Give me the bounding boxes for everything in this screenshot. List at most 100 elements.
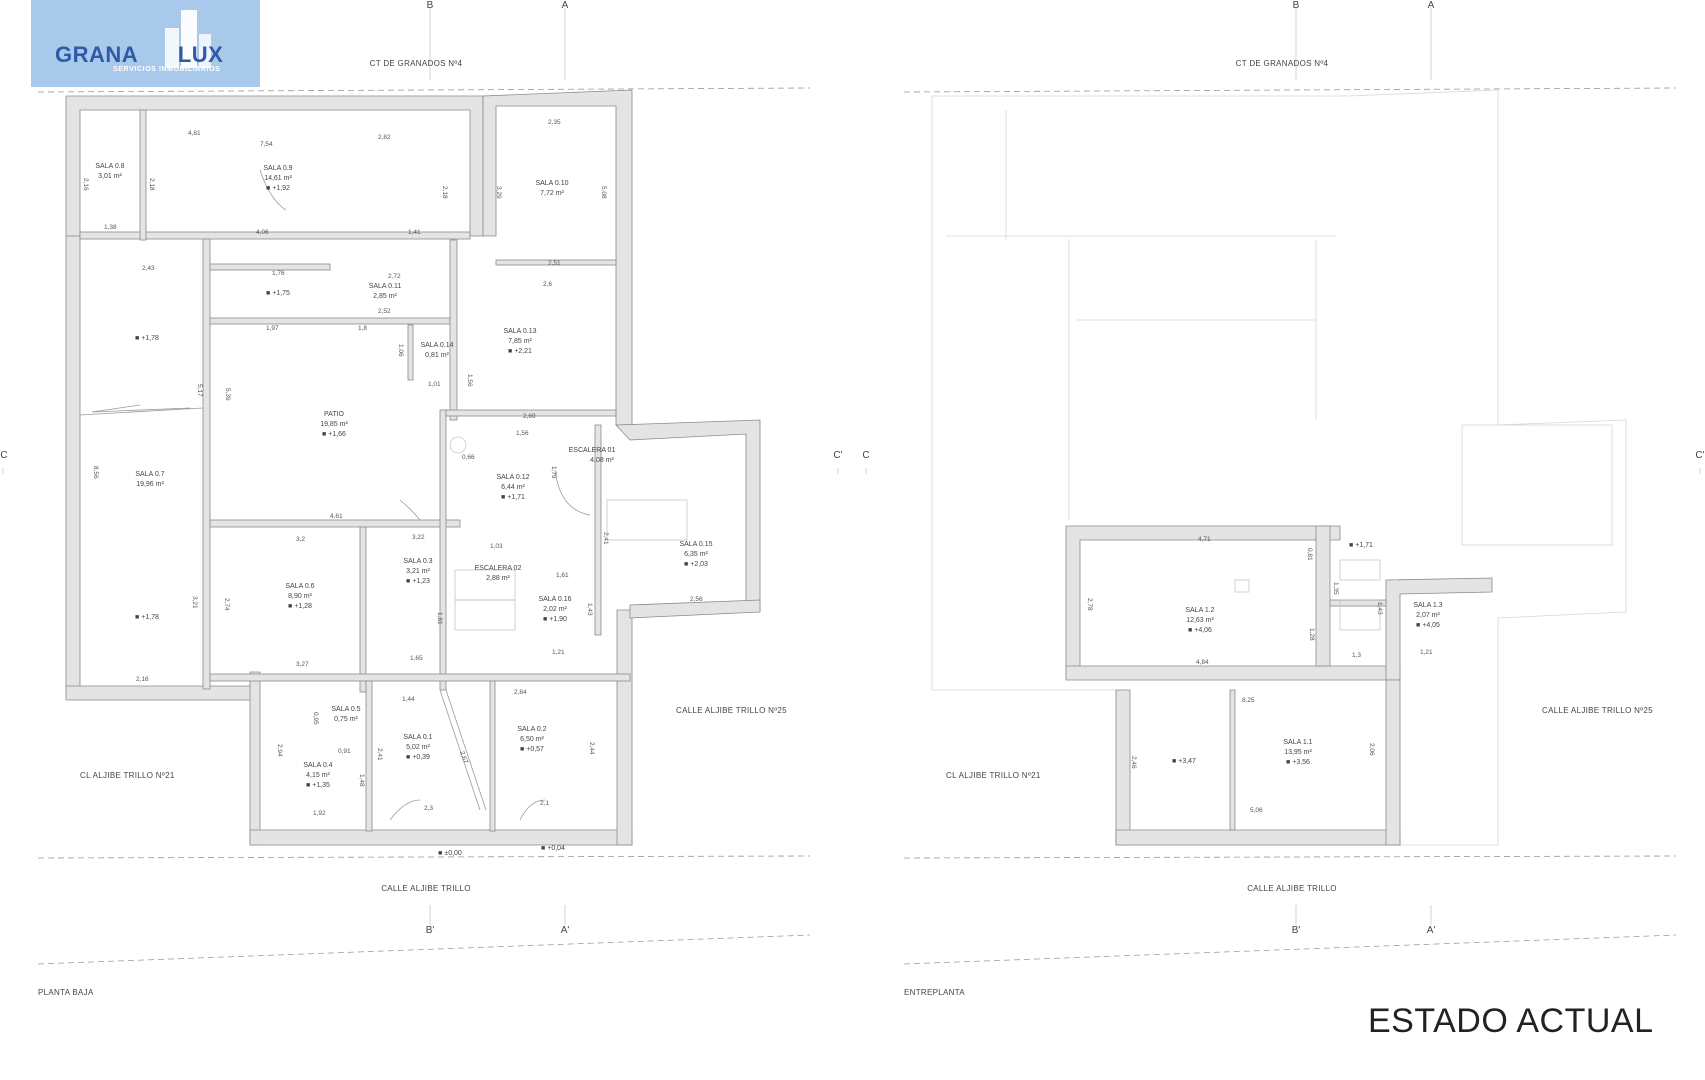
- svg-text:2,18: 2,18: [148, 178, 155, 191]
- svg-text:0,66: 0,66: [462, 454, 475, 461]
- svg-text:SALA 0.2: SALA 0.2: [517, 726, 546, 733]
- room-label: SALA 0.26,50 m²■ +0,57: [517, 726, 546, 753]
- svg-text:8,90 m²: 8,90 m²: [288, 593, 312, 600]
- room-label: SALA 0.44,15 m²■ +1,35: [303, 762, 332, 789]
- room-label: SALA 1.113,95 m²■ +3,56: [1283, 739, 1312, 766]
- svg-text:2,6: 2,6: [543, 281, 552, 288]
- street-left: CL ALJIBE TRILLO Nº21: [80, 771, 175, 780]
- svg-text:■ +3,56: ■ +3,56: [1286, 759, 1310, 766]
- svg-text:3,01 m²: 3,01 m²: [98, 173, 122, 180]
- svg-text:2,16: 2,16: [136, 676, 149, 683]
- svg-text:1,21: 1,21: [1420, 649, 1433, 656]
- svg-text:2,41: 2,41: [602, 532, 609, 545]
- svg-text:2,02 m²: 2,02 m²: [543, 606, 567, 613]
- room-label: ESCALERA 014,08 m²: [569, 447, 616, 464]
- room-label: SALA 1.212,63 m²■ +4,06: [1185, 607, 1214, 634]
- svg-text:■ +2,21: ■ +2,21: [508, 348, 532, 355]
- axis-c-left: C: [862, 450, 869, 461]
- axis-b-top: B: [1293, 0, 1300, 11]
- svg-text:3,22: 3,22: [412, 534, 425, 541]
- svg-text:SALA 0.10: SALA 0.10: [535, 180, 568, 187]
- axis-a-bottom: A': [561, 925, 570, 936]
- room-label: SALA 0.107,72 m²: [535, 180, 568, 197]
- svg-text:2,1: 2,1: [540, 800, 549, 807]
- plan-label: PLANTA BAJA: [38, 988, 94, 997]
- svg-text:0,81: 0,81: [1306, 548, 1313, 561]
- svg-text:SALA 0.1: SALA 0.1: [403, 734, 432, 741]
- svg-text:SALA 0.4: SALA 0.4: [303, 762, 332, 769]
- room-label: SALA 1.32,07 m²■ +4,05: [1413, 602, 1442, 629]
- svg-text:2,46: 2,46: [1130, 756, 1137, 769]
- street-left: CL ALJIBE TRILLO Nº21: [946, 771, 1041, 780]
- svg-text:1,3: 1,3: [1352, 652, 1361, 659]
- svg-text:4,06: 4,06: [256, 229, 269, 236]
- svg-text:3,29: 3,29: [495, 186, 502, 199]
- svg-text:3,21 m²: 3,21 m²: [406, 568, 430, 575]
- svg-text:1,06: 1,06: [397, 344, 404, 357]
- room-label: SALA 0.3 3,21 m² ■ +1,23: [403, 558, 432, 585]
- svg-text:2,06: 2,06: [1368, 743, 1375, 756]
- svg-text:5,17: 5,17: [196, 384, 203, 397]
- room-label: SALA 0.1 5,02 m² ■ +0,39: [403, 734, 432, 761]
- svg-text:0,91: 0,91: [338, 748, 351, 755]
- svg-text:3,21: 3,21: [191, 596, 198, 609]
- room-label: SALA 0.126,44 m²■ +1,71: [496, 474, 529, 501]
- level-mark: ■ +1,78: [135, 335, 159, 342]
- svg-text:2,88 m²: 2,88 m²: [486, 575, 510, 582]
- svg-text:■ +0,39: ■ +0,39: [406, 754, 430, 761]
- svg-text:2,84: 2,84: [514, 689, 527, 696]
- svg-text:SALA 0.8: SALA 0.8: [95, 163, 124, 170]
- svg-text:■ +1,35: ■ +1,35: [306, 782, 330, 789]
- svg-text:1,56: 1,56: [516, 430, 529, 437]
- svg-text:5,06: 5,06: [1250, 807, 1263, 814]
- grana-lux-logo: GRANA LUX SERVICIOS INMOBILIARIOS: [31, 0, 260, 87]
- svg-text:SALA 0.3: SALA 0.3: [403, 558, 432, 565]
- svg-text:2,85 m²: 2,85 m²: [373, 293, 397, 300]
- svg-text:8,56: 8,56: [92, 466, 99, 479]
- street-top: CT DE GRANADOS Nº4: [1236, 59, 1329, 68]
- svg-text:■ +1,23: ■ +1,23: [406, 578, 430, 585]
- svg-text:7,54: 7,54: [260, 141, 273, 148]
- svg-text:1,76: 1,76: [272, 270, 285, 277]
- axis-a-top: A: [1428, 0, 1435, 11]
- svg-text:1,92: 1,92: [313, 810, 326, 817]
- svg-text:■ +1,71: ■ +1,71: [501, 494, 525, 501]
- svg-text:2,51: 2,51: [548, 260, 561, 267]
- right-plan-labels: B A B' A' C C' CT DE GRANADOS Nº4 CALLE …: [862, 0, 1704, 997]
- svg-text:SALA 0.15: SALA 0.15: [679, 541, 712, 548]
- svg-text:4,81: 4,81: [188, 130, 201, 137]
- svg-text:2,56: 2,56: [690, 596, 703, 603]
- svg-text:3,27: 3,27: [296, 661, 309, 668]
- svg-text:PATIO: PATIO: [324, 411, 345, 418]
- svg-text:SALA 1.1: SALA 1.1: [1283, 739, 1312, 746]
- svg-text:2,82: 2,82: [378, 134, 391, 141]
- svg-text:2,44: 2,44: [588, 742, 595, 755]
- svg-text:1,65: 1,65: [410, 655, 423, 662]
- svg-text:SALA 0.13: SALA 0.13: [503, 328, 536, 335]
- svg-text:1,48: 1,48: [358, 774, 365, 787]
- svg-text:1,35: 1,35: [1332, 582, 1339, 595]
- logo-name: GRANA LUX: [55, 42, 224, 67]
- drawing-title: ESTADO ACTUAL: [1368, 1002, 1654, 1040]
- svg-text:1,41: 1,41: [408, 229, 421, 236]
- svg-text:SALA 0.12: SALA 0.12: [496, 474, 529, 481]
- street-bottom: CALLE ALJIBE TRILLO: [381, 884, 471, 893]
- svg-text:2,52: 2,52: [378, 308, 391, 315]
- svg-text:19,85 m²: 19,85 m²: [320, 421, 348, 428]
- level-mark: ■ +0,04: [541, 845, 565, 852]
- axis-c-left: C: [0, 450, 7, 461]
- svg-text:1,03: 1,03: [490, 543, 503, 550]
- svg-text:2,74: 2,74: [223, 598, 230, 611]
- svg-text:4,08 m²: 4,08 m²: [590, 457, 614, 464]
- room-label: ESCALERA 022,88 m²: [475, 565, 522, 582]
- street-top: CT DE GRANADOS Nº4: [370, 59, 463, 68]
- svg-text:SALA 0.7: SALA 0.7: [135, 471, 164, 478]
- svg-text:5,02 m²: 5,02 m²: [406, 744, 430, 751]
- level-mark: ■ ±0,00: [438, 850, 462, 857]
- logo-subtitle: SERVICIOS INMOBILIARIOS: [113, 66, 221, 73]
- street-right: CALLE ALJIBE TRILLO Nº25: [1542, 706, 1653, 715]
- svg-text:1,38: 1,38: [104, 224, 117, 231]
- room-label: SALA 0.719,96 m²: [135, 471, 164, 488]
